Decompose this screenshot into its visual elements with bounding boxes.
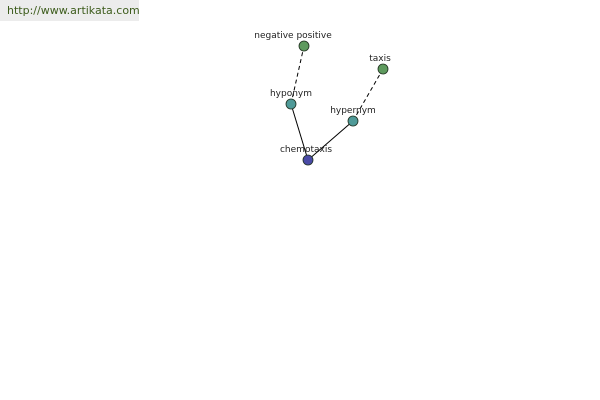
- watermark-url: http://www.artikata.com: [7, 4, 140, 17]
- node-marker-chemotaxis[interactable]: [302, 154, 314, 166]
- node-label-taxis: taxis: [369, 54, 391, 64]
- node-label-hyponym: hyponym: [270, 89, 312, 99]
- node-label-negative-positive: negative positive: [254, 31, 332, 41]
- watermark-banner: http://www.artikata.com: [0, 0, 140, 21]
- nodes-layer: negative positive taxis hyponym hypernym che…: [254, 31, 391, 166]
- edge-hyponym-to-negative-positive: [290, 45, 305, 105]
- node-hypernym[interactable]: hypernym: [330, 106, 376, 127]
- node-label-chemotaxis: chemotaxis: [280, 145, 332, 155]
- edge-chemotaxis-to-hypernym: [307, 120, 354, 161]
- node-marker-negative-positive[interactable]: [298, 40, 310, 52]
- node-taxis[interactable]: taxis: [369, 54, 391, 75]
- node-negative-positive[interactable]: negative positive: [254, 31, 332, 52]
- node-label-hypernym: hypernym: [330, 106, 376, 116]
- node-marker-hyponym[interactable]: [285, 98, 297, 110]
- node-marker-taxis[interactable]: [377, 63, 389, 75]
- node-hyponym[interactable]: hyponym: [270, 89, 312, 110]
- edge-chemotaxis-to-hyponym: [290, 103, 309, 161]
- edges-layer: [290, 45, 384, 161]
- edge-hypernym-to-taxis: [352, 68, 384, 122]
- node-chemotaxis[interactable]: chemotaxis: [280, 145, 332, 166]
- node-marker-hypernym[interactable]: [347, 115, 359, 127]
